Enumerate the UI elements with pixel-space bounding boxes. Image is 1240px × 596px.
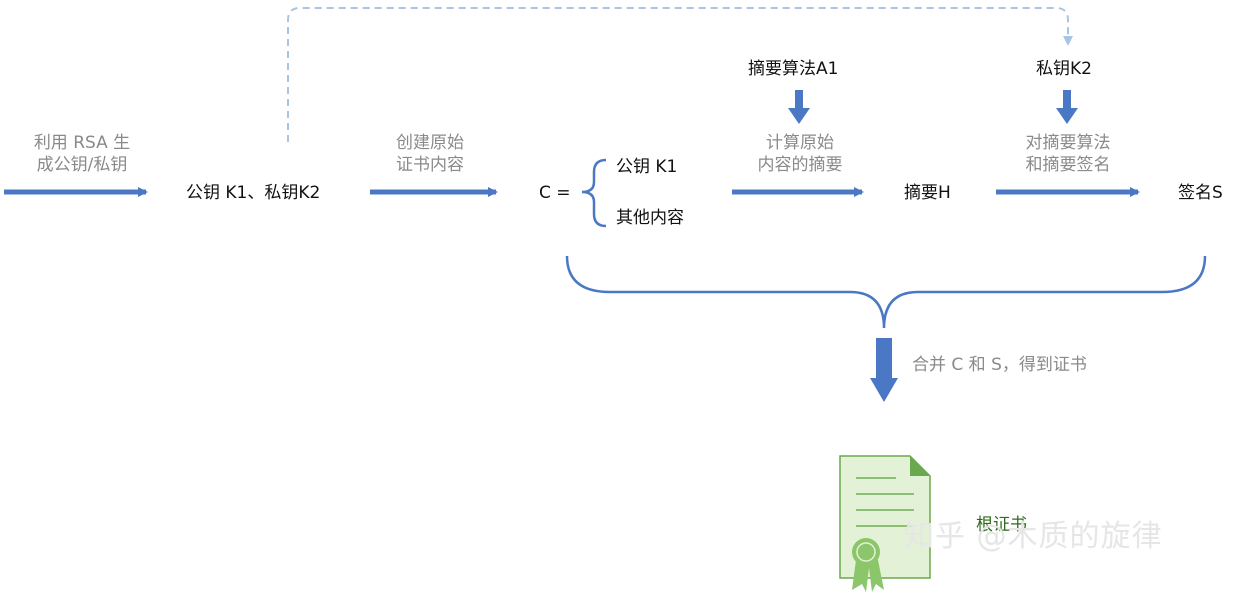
step-compute-digest-line2: 内容的摘要 [757,155,843,175]
merge-brace [565,255,1207,329]
step-generate-keys-label: 利用 RSA 生 成公钥/私钥 [20,132,144,176]
step-generate-keys-line2: 成公钥/私钥 [36,155,128,175]
watermark: 知乎 @木质的旋律 [904,519,1163,554]
c-item-public-key: 公钥 K1 [616,157,678,177]
step-generate-keys-line1: 利用 RSA 生 [33,133,131,153]
merge-label: 合并 C 和 S，得到证书 [912,355,1087,375]
keypair-label: 公钥 K1、私钥K2 [186,183,321,203]
certificate-document-icon [839,455,931,592]
seal-icon [852,538,884,592]
step-compute-digest-line1: 计算原始 [766,133,834,153]
digest-algorithm-label: 摘要算法A1 [748,59,839,79]
c-equals-label: C = [539,183,571,203]
step-compute-digest-label: 计算原始 内容的摘要 [742,132,858,176]
dashed-key-link [287,7,1073,142]
step-create-content-label: 创建原始 证书内容 [380,132,480,176]
arrow-private-key-down [1056,90,1078,124]
step-create-content-line2: 证书内容 [396,155,464,175]
step-create-content-line1: 创建原始 [396,133,464,153]
step-sign-digest-label: 对摘要算法 和摘要签名 [1006,132,1130,176]
step-sign-digest-line1: 对摘要算法 [1025,133,1111,153]
arrow-merge-down [870,338,898,402]
c-item-other-content: 其他内容 [616,208,684,228]
digest-h-label: 摘要H [904,183,951,203]
c-brace [581,158,607,228]
step-sign-digest-line2: 和摘要签名 [1025,155,1111,175]
arrow-digest-algo-down [788,90,810,124]
root-certificate-label: 根证书 [976,515,1027,535]
private-key-label: 私钥K2 [1036,59,1092,79]
signature-label: 签名S [1178,183,1223,203]
